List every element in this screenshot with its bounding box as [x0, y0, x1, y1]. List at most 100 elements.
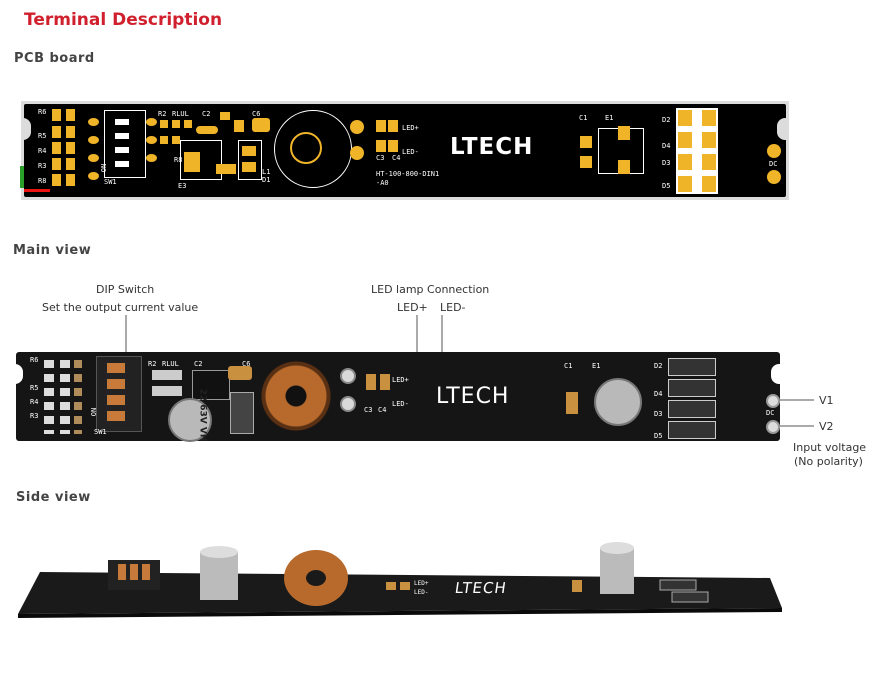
label-d4: D4: [662, 142, 671, 150]
label-r3: R3: [30, 412, 39, 420]
label-d2: D2: [662, 116, 671, 124]
label-c6: C6: [252, 110, 261, 118]
label-d5: D5: [662, 182, 671, 190]
pad: [678, 110, 692, 126]
pad: [702, 110, 716, 126]
pad: [146, 136, 157, 144]
v2-label: V2: [819, 420, 834, 433]
pad: [350, 146, 364, 160]
pad: [376, 140, 386, 152]
pad: [160, 120, 168, 128]
board-notch-left: [13, 364, 23, 384]
smd-component: [152, 370, 182, 380]
section-heading-pcb: PCB board: [14, 51, 95, 66]
pad: [678, 132, 692, 148]
dip-lever: [107, 395, 125, 405]
pad: [66, 109, 75, 121]
pad: [242, 162, 256, 172]
pad: [66, 158, 75, 170]
pad: [702, 176, 716, 192]
axis-marker-red: [24, 189, 50, 192]
toroidal-inductor: [260, 360, 332, 432]
pad: [388, 120, 398, 132]
capacitor: [228, 366, 252, 380]
page-title: Terminal Description: [24, 10, 223, 30]
dip-slot: [115, 133, 129, 139]
label-e3: E3: [178, 182, 187, 190]
diode: [668, 400, 716, 418]
dip-slot: [115, 161, 129, 167]
electrolytic-capacitor: [168, 398, 212, 442]
pad: [88, 172, 99, 180]
label-c2: C2: [194, 360, 203, 368]
resistor-column: [44, 360, 54, 434]
dc-terminal-2: [766, 420, 780, 434]
label-c3: C3: [376, 154, 385, 162]
pad: [242, 146, 256, 156]
label-r6: R6: [38, 108, 47, 116]
label-l1: L1: [262, 168, 271, 176]
pad: [184, 120, 192, 128]
pad: [580, 136, 592, 148]
capacitor: [566, 392, 578, 414]
label-d5: D5: [654, 432, 663, 440]
section-heading-main: Main view: [13, 243, 92, 258]
pad: [678, 176, 692, 192]
resistor-column: [60, 360, 70, 434]
label-r5: R5: [38, 132, 47, 140]
resistor-column: [74, 360, 82, 434]
main-view-board: R6 R5 R4 R3 ON SW1 R2 RLUL C2 C6 22 63V …: [13, 352, 783, 442]
pad: [52, 174, 61, 186]
pad: [388, 140, 398, 152]
label-on: ON: [90, 407, 99, 417]
label-e1: E1: [605, 114, 614, 122]
pad: [146, 154, 157, 162]
dip-switch-footprint: [104, 110, 146, 178]
label-d1: D1: [262, 176, 271, 184]
pad: [172, 136, 180, 144]
label-rlul: RLUL: [172, 110, 189, 118]
pad: [702, 132, 716, 148]
label-r5: R5: [30, 384, 39, 392]
label-r8b: R8: [174, 156, 183, 164]
pad: [66, 126, 75, 138]
label-c1: C1: [564, 362, 573, 370]
board-notch-right: [771, 364, 783, 384]
dc-pad-1: [767, 144, 781, 158]
section-heading-side: Side view: [16, 490, 91, 505]
label-rlul: RLUL: [162, 360, 179, 368]
diode: [230, 392, 254, 434]
led-connection-label: LED lamp Connection: [371, 283, 490, 296]
label-dc: DC: [769, 160, 778, 168]
label-ledp-side: LED+: [414, 580, 429, 587]
pad: [52, 109, 61, 121]
label-r2: R2: [158, 110, 167, 118]
label-c4: C4: [378, 406, 387, 414]
label-c2: C2: [202, 110, 211, 118]
label-e1: E1: [592, 362, 601, 370]
dip-slot: [115, 147, 129, 153]
mounting-pad: [340, 396, 356, 412]
axis-marker-green: [20, 166, 24, 188]
label-c4: C4: [392, 154, 401, 162]
dip-lever: [107, 363, 125, 373]
pad: [618, 126, 630, 140]
pad: [618, 160, 630, 174]
label-ledp: LED+: [392, 376, 409, 384]
label-r6: R6: [30, 356, 39, 364]
label-c3: C3: [364, 406, 373, 414]
pad: [146, 118, 157, 126]
pad: [220, 112, 230, 120]
label-model: HT-100-800-DIN1: [376, 170, 440, 178]
label-ledp: LED+: [402, 124, 419, 132]
dip-lever: [107, 411, 125, 421]
board-notch-right: [777, 118, 789, 140]
label-ledm-side: LED-: [414, 589, 429, 596]
capacitor-marking: 22 63V VH: [197, 388, 208, 442]
pad: [702, 154, 716, 170]
side-view-board: [18, 542, 782, 618]
ltech-logo-side: LTECH: [453, 579, 508, 597]
pad: [216, 164, 236, 174]
label-c6: C6: [242, 360, 251, 368]
dip-switch-description: Set the output current value: [42, 301, 199, 314]
